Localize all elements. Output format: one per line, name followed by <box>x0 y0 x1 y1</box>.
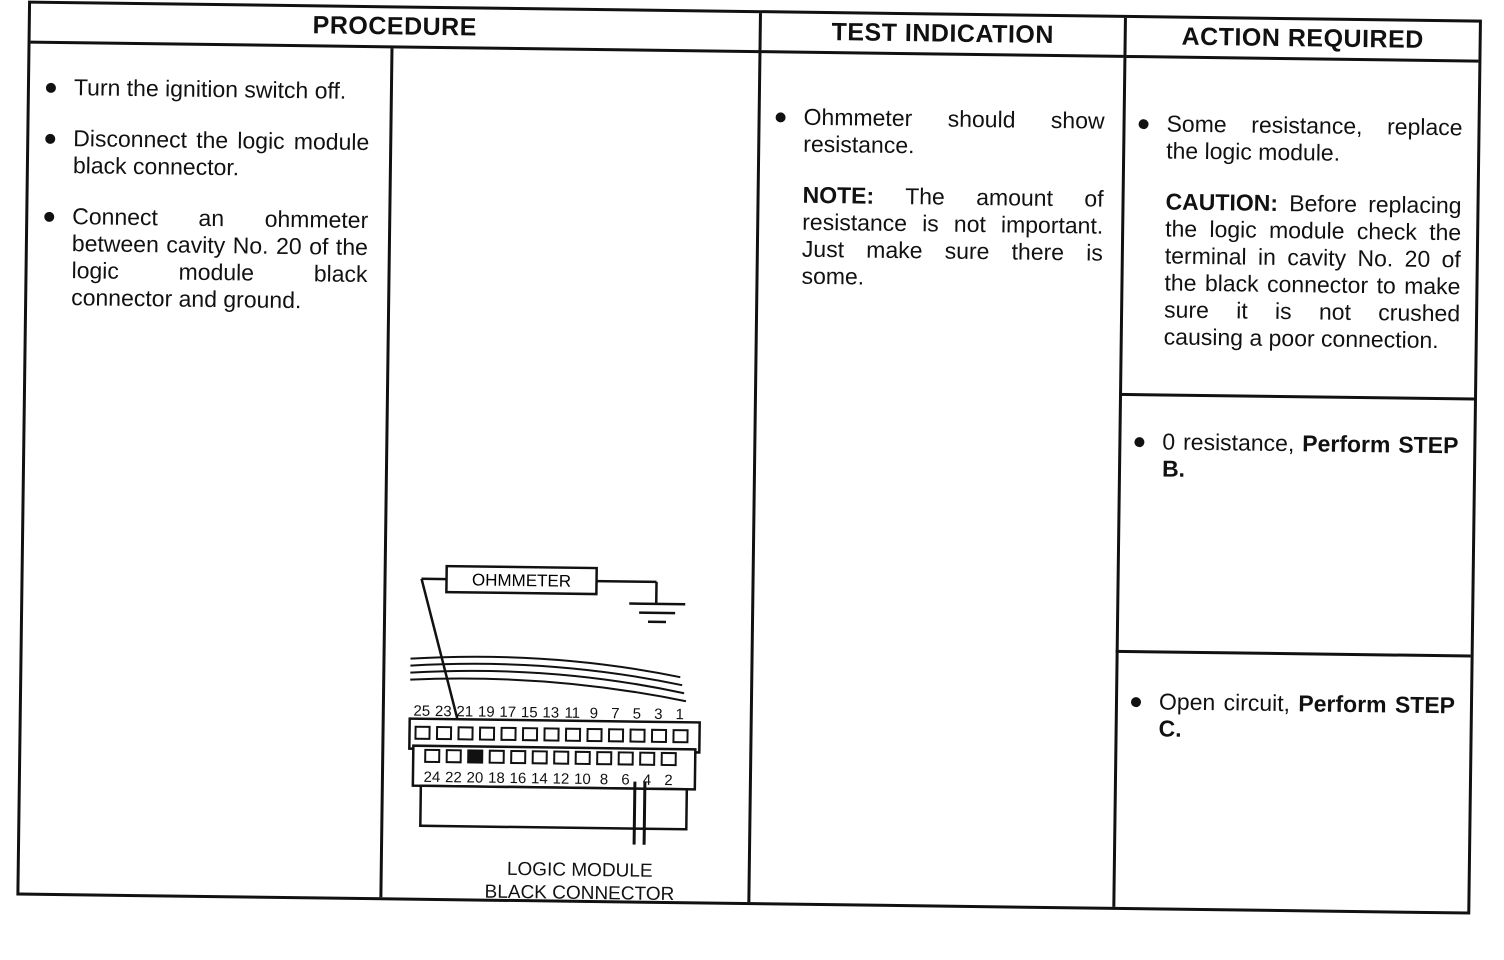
cavity <box>576 752 590 764</box>
header-test-indication: TEST INDICATION <box>761 13 1123 58</box>
cavity <box>447 750 461 762</box>
cavity-number: 23 <box>435 703 452 720</box>
cavity <box>501 728 515 740</box>
cavity <box>554 752 568 764</box>
ground-lead-line <box>597 581 657 582</box>
cavity-20-probe-point <box>468 750 482 762</box>
cavity-number: 19 <box>478 704 495 721</box>
cavity <box>662 753 676 765</box>
connector-latch <box>644 782 645 845</box>
cavity-number: 22 <box>445 769 462 786</box>
diagram-caption: LOGIC MODULE BLACK CONNECTOR <box>419 857 740 907</box>
cavity <box>523 728 537 740</box>
header-procedure: PROCEDURE <box>31 4 759 54</box>
cavity <box>587 729 601 741</box>
cavity-number: 25 <box>413 703 430 720</box>
connector-latch <box>634 782 635 845</box>
cavity-number: 3 <box>654 706 663 723</box>
cavity <box>609 729 623 741</box>
cavity <box>652 730 666 742</box>
cavity-number: 12 <box>552 771 569 788</box>
cavity-number: 17 <box>499 704 516 721</box>
cavity-number: 9 <box>590 705 599 722</box>
cavity <box>425 750 439 762</box>
cavity-number: 14 <box>531 770 548 787</box>
action-row-divider-1 <box>1119 393 1474 401</box>
procedure-step: Connect an ohmmeter between cavity No. 2… <box>37 203 368 315</box>
cavity <box>490 751 504 763</box>
cavity-number: 24 <box>423 769 440 786</box>
header-action-required: ACTION REQUIRED <box>1126 18 1478 63</box>
cavity <box>673 730 687 742</box>
procedure-steps: Turn the ignition switch off. Disconnect… <box>37 74 370 339</box>
cavity-number: 13 <box>542 704 559 721</box>
cavity-number: 18 <box>488 770 505 787</box>
cavity <box>480 728 494 740</box>
column-divider-1 <box>747 13 762 902</box>
action-row-divider-2 <box>1116 650 1471 658</box>
test-indication-cell: Ohmmeter should show resistance. NOTE: T… <box>767 103 1105 315</box>
cavity-number: 15 <box>521 704 538 721</box>
cavity <box>619 752 633 764</box>
cavity-number: 5 <box>633 706 642 723</box>
cavity-number: 8 <box>600 771 609 788</box>
cavity <box>566 729 580 741</box>
cavity <box>533 751 547 763</box>
cavity-number: 10 <box>574 771 591 788</box>
cavity <box>544 728 558 740</box>
cavity <box>437 727 451 739</box>
column-divider-2 <box>1112 18 1127 907</box>
ohmmeter-label: OHMMETER <box>472 570 571 590</box>
cavity-number: 21 <box>456 703 473 720</box>
action-open-circuit: Open circuit, Perform STEP C. <box>1124 688 1455 770</box>
test-indication-note: NOTE: The amount of resistance is not im… <box>767 181 1103 293</box>
procedure-table: PROCEDURE TEST INDICATION ACTION REQUIRE… <box>16 1 1482 915</box>
cavity <box>597 752 611 764</box>
ground-symbol-line <box>629 603 685 604</box>
caution-note: CAUTION: Before replacing the logic modu… <box>1130 188 1462 354</box>
cavity-number: 16 <box>509 770 526 787</box>
connector-housing <box>420 786 687 829</box>
cavity <box>415 727 429 739</box>
cavity <box>640 753 654 765</box>
action-bullet: Some resistance, replace the logic modul… <box>1132 110 1463 168</box>
cavity-number: 4 <box>643 772 652 789</box>
cavity-number: 6 <box>621 771 630 788</box>
cavity <box>511 751 525 763</box>
cavity-number: 20 <box>466 769 483 786</box>
cavity-number: 1 <box>676 706 685 723</box>
procedure-step: Turn the ignition switch off. <box>40 74 370 105</box>
action-bullet: 0 resistance, Perform STEP B. <box>1128 428 1459 486</box>
action-some-resistance: Some resistance, replace the logic modul… <box>1129 110 1462 376</box>
cavity-number: 2 <box>664 772 673 789</box>
cavity-number: 11 <box>564 705 580 722</box>
action-bullet: Open circuit, Perform STEP C. <box>1124 688 1455 746</box>
procedure-step: Disconnect the logic module black connec… <box>39 125 370 183</box>
test-indication-bullet: Ohmmeter should show resistance. <box>769 103 1105 161</box>
action-zero-resistance: 0 resistance, Perform STEP B. <box>1128 428 1459 510</box>
cavity-number: 7 <box>611 705 620 722</box>
cavity <box>458 727 472 739</box>
procedure-divider <box>379 48 393 897</box>
cavity <box>630 730 644 742</box>
